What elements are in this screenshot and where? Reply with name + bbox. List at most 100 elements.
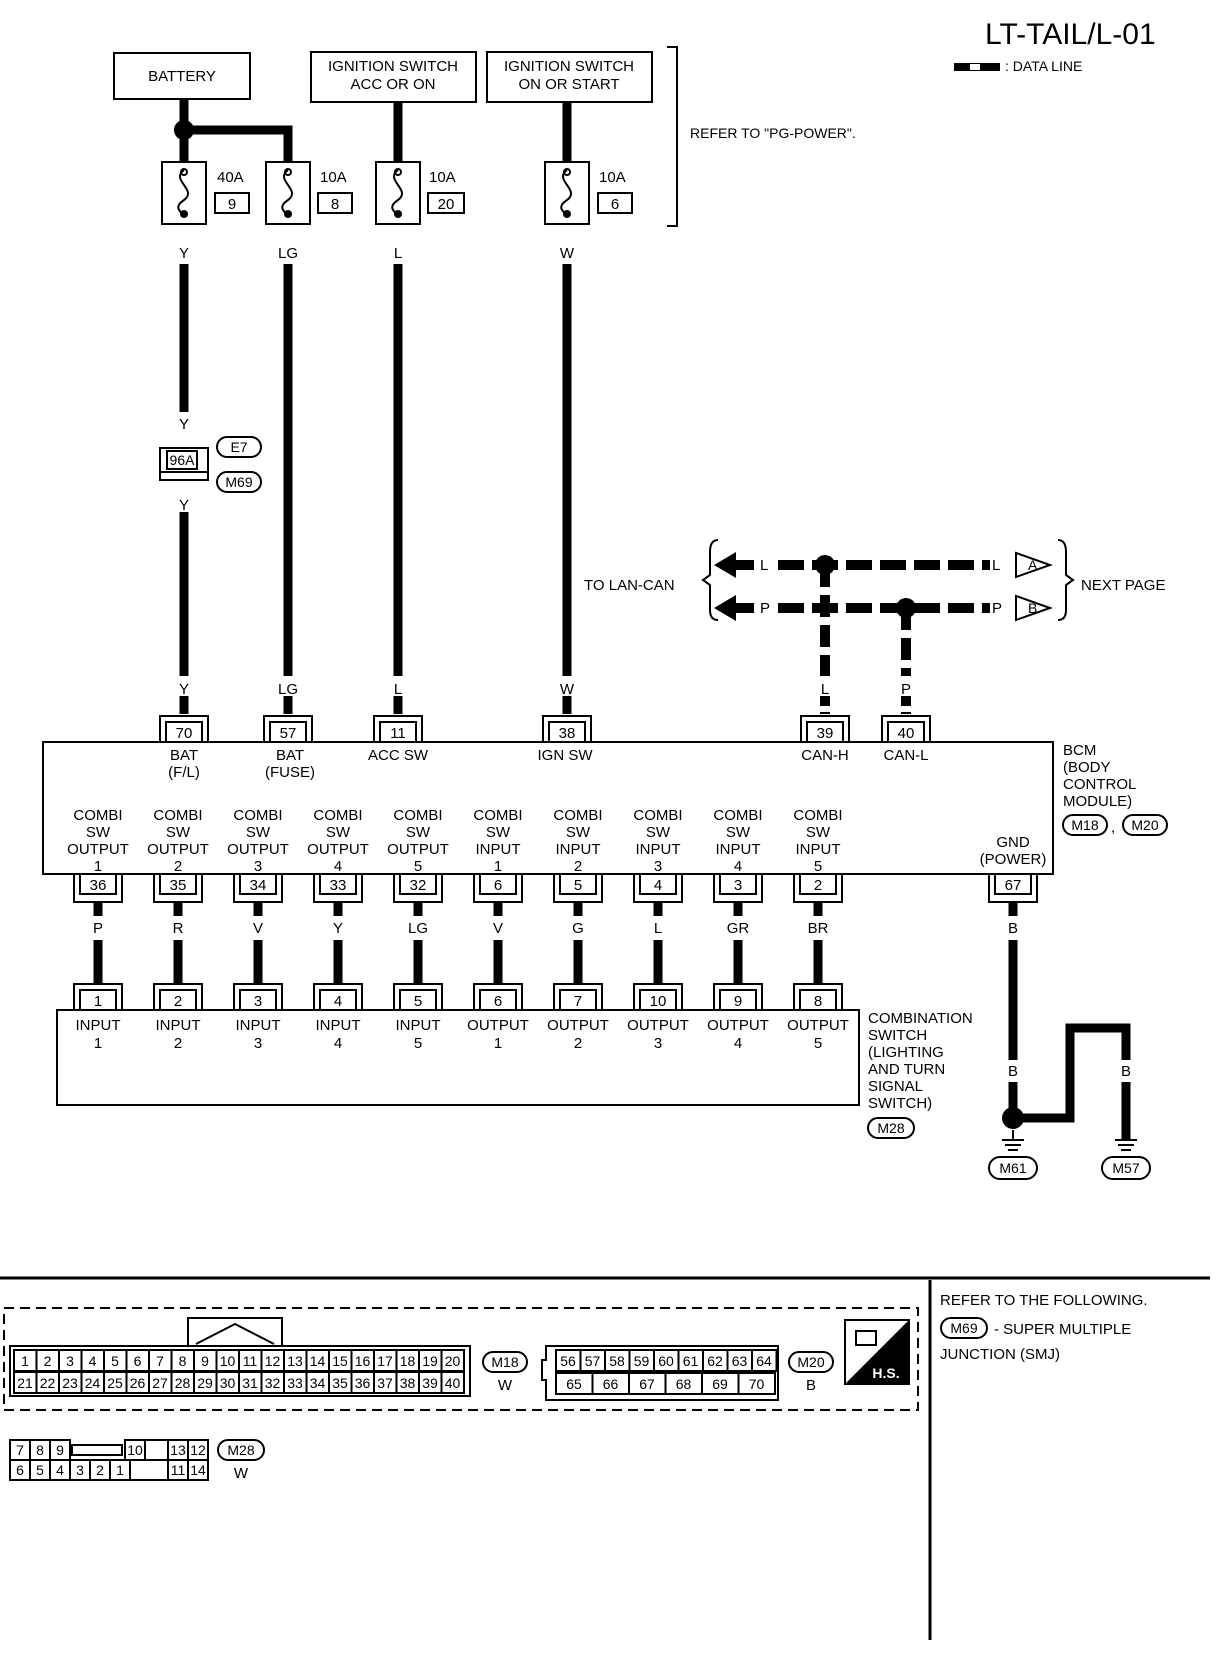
svg-text:- SUPER MULTIPLE: - SUPER MULTIPLE (994, 1321, 1131, 1338)
svg-text:BAT: BAT (276, 747, 304, 764)
connector-pin: 28 (175, 1375, 191, 1391)
m61-ground-label: M61 (999, 1160, 1026, 1176)
combi-terminal-label: 5 (814, 1035, 822, 1052)
bcm-terminal-label: COMBI (393, 807, 442, 824)
connector-pin: 16 (355, 1353, 371, 1369)
svg-text:BAT: BAT (170, 747, 198, 764)
wire-color-label: R (173, 920, 184, 937)
svg-text:57: 57 (280, 725, 297, 742)
combi-terminal-label: 1 (494, 1035, 502, 1052)
connector-pin: 30 (220, 1375, 236, 1391)
combi-pin-number: 5 (414, 993, 422, 1010)
connector-pin: 63 (732, 1353, 748, 1369)
bcm-module (42, 741, 1054, 875)
combi-pin-number: 1 (94, 993, 102, 1010)
svg-text:(FUSE): (FUSE) (265, 764, 315, 781)
connector-pin: 13 (170, 1442, 186, 1458)
connector-pin: 69 (712, 1376, 728, 1392)
svg-text:(LIGHTING: (LIGHTING (868, 1044, 944, 1061)
connector-b-flag (1015, 594, 1054, 622)
bcm-terminal-label: 4 (734, 858, 742, 875)
battery-label: BATTERY (148, 68, 216, 85)
combi-terminal-label: OUTPUT (467, 1017, 529, 1034)
svg-text:SIGNAL: SIGNAL (868, 1078, 923, 1095)
bcm-pin-number: 6 (494, 877, 502, 894)
svg-text:,: , (1111, 819, 1115, 836)
connector-pin: 22 (40, 1375, 56, 1391)
connector-pin: 62 (707, 1353, 723, 1369)
bcm-terminal-label: OUTPUT (67, 841, 129, 858)
bcm-terminal-label: OUTPUT (227, 841, 289, 858)
connector-pin: 58 (609, 1353, 625, 1369)
connector-pin: 70 (749, 1376, 765, 1392)
connector-pin: 33 (287, 1375, 303, 1391)
svg-text:BCM: BCM (1063, 742, 1096, 759)
connector-pin: 6 (134, 1353, 142, 1369)
combi-pin-number: 6 (494, 993, 502, 1010)
bcm-terminal-label: COMBI (633, 807, 682, 824)
combi-terminal-label: OUTPUT (707, 1017, 769, 1034)
bcm-terminal-label: OUTPUT (307, 841, 369, 858)
joint-wire-lower: Y (179, 497, 189, 514)
connector-pin: 18 (400, 1353, 416, 1369)
bcm-terminal-label: 2 (574, 858, 582, 875)
svg-text:IGN SW: IGN SW (538, 747, 594, 764)
bcm-pin-number: 4 (654, 877, 662, 894)
combi-terminal-label: OUTPUT (547, 1017, 609, 1034)
bcm-label: BCM (BODY CONTROL MODULE) M18 , M20 (1062, 742, 1168, 836)
bcm-terminal-label: INPUT (636, 841, 681, 858)
svg-text:W: W (560, 245, 575, 262)
bcm-terminal-label: 3 (654, 858, 662, 875)
connector-pin: 8 (36, 1442, 44, 1458)
connector-pin: 23 (62, 1375, 78, 1391)
svg-text:M18: M18 (491, 1354, 518, 1370)
connector-pin: 8 (179, 1353, 187, 1369)
bcm-pin-number: 34 (250, 877, 267, 894)
svg-text:M18: M18 (1071, 817, 1098, 833)
svg-text:(BODY: (BODY (1063, 759, 1111, 776)
bcm-terminal-label: 1 (494, 858, 502, 875)
bcm-terminal-label: 5 (814, 858, 822, 875)
fuse-2-number: 8 (331, 196, 339, 213)
svg-text:AND TURN: AND TURN (868, 1061, 945, 1078)
connector-pin: 26 (130, 1375, 146, 1391)
arrow-left-icon (714, 552, 736, 578)
combination-switch (56, 1009, 860, 1106)
bcm-terminal-label: COMBI (473, 807, 522, 824)
svg-text:L: L (394, 245, 402, 262)
bcm-terminal-label: INPUT (476, 841, 521, 858)
connector-pin: 34 (310, 1375, 326, 1391)
svg-text:CONTROL: CONTROL (1063, 776, 1136, 793)
bcm-terminal-label: COMBI (73, 807, 122, 824)
connector-pin: 1 (116, 1462, 124, 1478)
bcm-terminal-label: 2 (174, 858, 182, 875)
svg-text:H.S.: H.S. (872, 1365, 899, 1381)
connector-pin: 6 (16, 1462, 24, 1478)
bcm-terminal-label: SW (166, 824, 191, 841)
fuse-4 (544, 161, 590, 225)
combi-pin-number: 3 (254, 993, 262, 1010)
bcm-top-pins: 70 57 11 38 39 40 (159, 715, 931, 743)
connector-pin: 14 (190, 1462, 206, 1478)
bcm-pin-number: 35 (170, 877, 187, 894)
svg-text:Y: Y (179, 245, 189, 262)
wire-color-label: V (493, 920, 503, 937)
connector-pin: 12 (190, 1442, 206, 1458)
svg-text:67: 67 (1005, 877, 1022, 894)
connector-pin: 3 (76, 1462, 84, 1478)
connector-pin: 31 (242, 1375, 258, 1391)
connector-pin: 3 (66, 1353, 74, 1369)
ignition-on-label-1: IGNITION SWITCH (504, 58, 634, 75)
svg-text:GND: GND (996, 834, 1030, 851)
ignition-acc-label-2: ACC OR ON (350, 76, 435, 93)
bcm-terminal-label: 5 (414, 858, 422, 875)
svg-text:P: P (901, 681, 911, 698)
fuse-2-rating: 10A (320, 169, 347, 186)
arrow-left-icon (714, 595, 736, 621)
svg-text:B: B (1008, 920, 1018, 937)
svg-text:M28: M28 (877, 1120, 904, 1136)
fuse-3 (375, 161, 421, 225)
connector-pin: 66 (603, 1376, 619, 1392)
